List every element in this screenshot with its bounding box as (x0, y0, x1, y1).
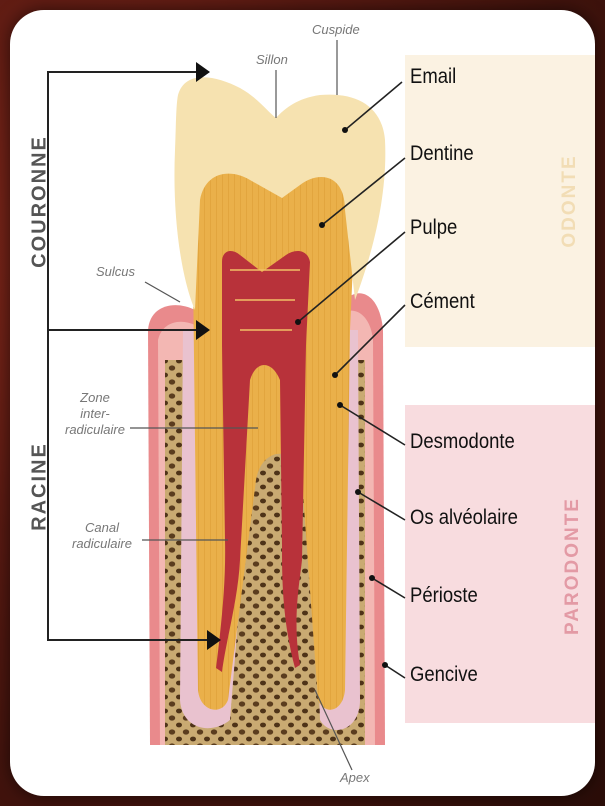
label-apex: Apex (340, 770, 370, 786)
label-email: Email (410, 65, 456, 89)
label-sulcus: Sulcus (96, 264, 135, 280)
label-perioste: Périoste (410, 584, 478, 608)
label-cement: Cément (410, 290, 475, 314)
label-canal-line1: Canal (62, 520, 142, 536)
label-cuspide: Cuspide (312, 22, 360, 38)
label-zone-line1: Zone (62, 390, 128, 406)
label-desmodonte: Desmodonte (410, 430, 515, 454)
couronne-section-label: COURONNE (29, 127, 52, 277)
label-canal-radiculaire: Canal radiculaire (62, 520, 142, 552)
odonte-section-label: ODONTE (559, 141, 581, 261)
label-os-alveolaire: Os alvéolaire (410, 506, 518, 530)
label-sillon: Sillon (256, 52, 288, 68)
label-dentine: Dentine (410, 142, 474, 166)
parodonte-section-label: PARODONTE (562, 481, 584, 651)
label-canal-line2: radiculaire (62, 536, 142, 552)
label-gencive: Gencive (410, 663, 478, 687)
label-zone-line3: radiculaire (62, 422, 128, 438)
label-zone-interradiculaire: Zone inter- radiculaire (62, 390, 128, 438)
label-zone-line2: inter- (62, 406, 128, 422)
racine-section-label: RACINE (29, 442, 52, 532)
label-pulpe: Pulpe (410, 216, 457, 240)
